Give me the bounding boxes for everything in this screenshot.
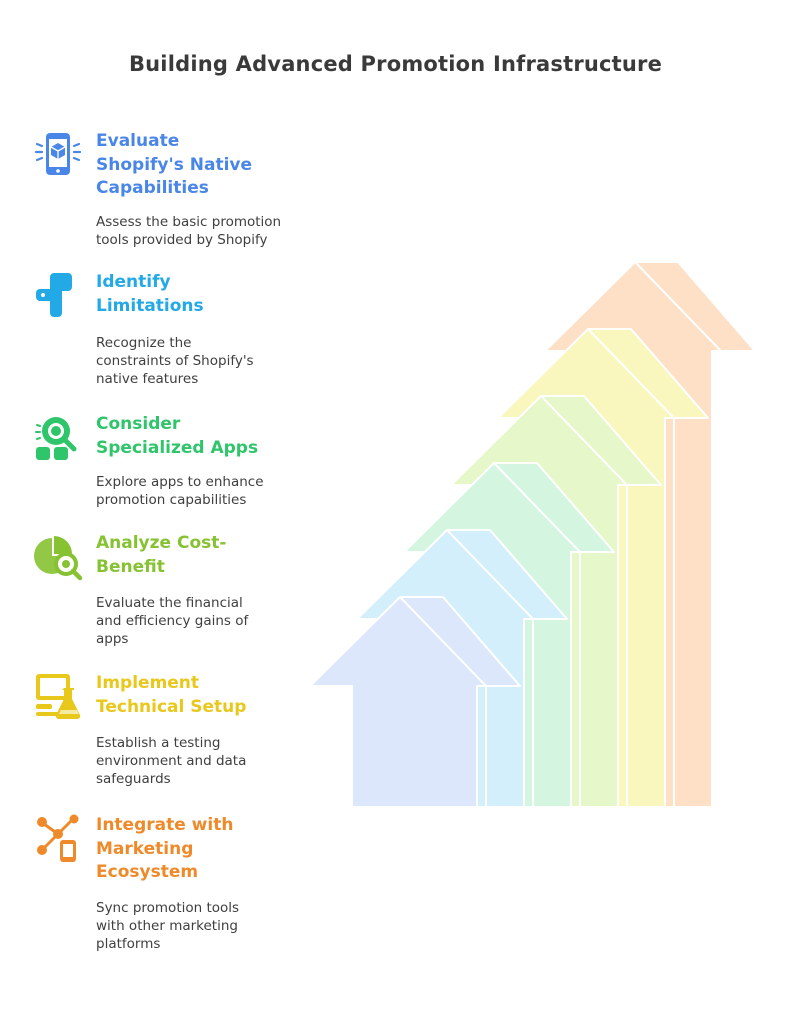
step-description-line: Recognize the — [96, 335, 192, 351]
step-description: Recognize the constraints of Shopify's n… — [96, 334, 326, 388]
step-heading: Integrate with Marketing Ecosystem — [96, 814, 326, 885]
step-heading-line: Specialized Apps — [96, 437, 259, 458]
step-heading: Identify Limitations — [96, 271, 326, 318]
step-description-line: platforms — [96, 936, 161, 952]
stair-arrow-crease — [446, 529, 534, 807]
step-heading: Evaluate Shopify's Native Capabilities — [96, 130, 326, 201]
step-heading-line: Consider — [96, 414, 181, 434]
step-heading-line: Ecosystem — [96, 862, 199, 882]
step-description-line: tools provided by Shopify — [96, 232, 268, 248]
step-heading: Implement Technical Setup — [96, 672, 326, 719]
step-description-line: safeguards — [96, 771, 171, 787]
step-heading-line: Shopify's Native — [96, 154, 253, 175]
step-heading-line: Limitations — [96, 295, 204, 316]
step-description-line: apps — [96, 631, 129, 647]
step-description-line: Evaluate the financial — [96, 595, 243, 611]
step-description-line: and efficiency gains of — [96, 613, 249, 629]
step-description-line: native features — [96, 371, 199, 387]
step-heading-line: Evaluate — [96, 131, 180, 151]
step-description-line: environment and data — [96, 753, 247, 769]
stair-arrow-crease — [587, 328, 675, 807]
step-description-line: constraints of Shopify's — [96, 353, 254, 369]
network-phone-icon — [37, 814, 79, 862]
stair-arrow-shape — [309, 596, 521, 808]
step-heading-line: Technical Setup — [96, 696, 247, 717]
stair-arrow-crease — [493, 462, 581, 807]
step-heading-line: Analyze Cost- — [96, 533, 227, 553]
step-heading-line: Identify — [96, 272, 171, 292]
monitor-flask-icon — [36, 674, 81, 720]
stair-arrow-crease — [399, 596, 487, 807]
stair-arrow-crease — [634, 261, 722, 807]
search-apps-icon — [35, 417, 77, 460]
step-description: Assess the basic promotion tools provide… — [96, 213, 326, 249]
stair-arrow-crease — [540, 395, 628, 807]
step-heading-line: Marketing — [96, 838, 194, 859]
stair-arrows-graphic — [309, 261, 756, 808]
step-description-line: Assess the basic promotion — [96, 214, 282, 230]
step-description: Explore apps to enhance promotion capabi… — [96, 473, 326, 509]
step-description: Evaluate the financial and efficiency ga… — [96, 594, 326, 648]
page-title: Building Advanced Promotion Infrastructu… — [128, 52, 663, 76]
step-description-line: promotion capabilities — [96, 492, 247, 508]
step-description-line: Establish a testing — [96, 735, 221, 751]
pie-chart-magnifier-icon — [34, 536, 83, 581]
step-description: Sync promotion tools with other marketin… — [96, 899, 326, 953]
step-heading: Analyze Cost- Benefit — [96, 532, 326, 579]
step-heading-line: Capabilities — [96, 178, 209, 198]
step-description: Establish a testing environment and data… — [96, 734, 326, 788]
puzzle-blocks-icon — [36, 273, 72, 317]
step-description-line: with other marketing — [96, 918, 238, 934]
mobile-cube-icon — [34, 133, 82, 175]
step-heading-line: Implement — [96, 673, 200, 693]
step-heading-line: Integrate with — [96, 815, 234, 835]
stair-arrow — [309, 596, 521, 808]
step-heading: Consider Specialized Apps — [96, 413, 326, 460]
step-description-line: Explore apps to enhance — [96, 474, 264, 490]
step-description-line: Sync promotion tools — [96, 900, 240, 916]
step-heading-line: Benefit — [96, 556, 165, 577]
